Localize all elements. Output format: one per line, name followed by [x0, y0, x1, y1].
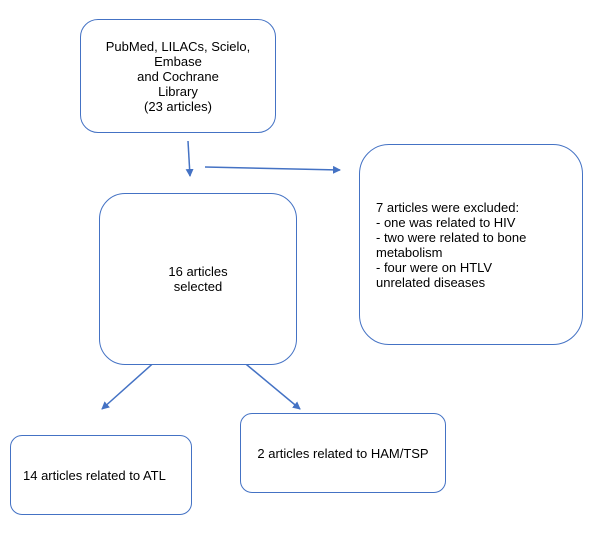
ham-tsp-box: 2 articles related to HAM/TSP [240, 413, 446, 493]
atl-box: 14 articles related to ATL [10, 435, 192, 515]
selected-text: 16 articles selected [168, 264, 228, 294]
arrow-sources-to-selected [185, 140, 194, 177]
atl-text: 14 articles related to ATL [23, 467, 166, 483]
selected-box: 16 articles selected [99, 193, 297, 365]
sources-box: PubMed, LILACs, Scielo, Embase and Cochr… [80, 19, 276, 133]
sources-text: PubMed, LILACs, Scielo, Embase and Cochr… [105, 38, 251, 114]
arrow-to-excluded [204, 165, 341, 174]
excluded-text: 7 articles were excluded: - one was rela… [376, 199, 527, 290]
ham-tsp-text: 2 articles related to HAM/TSP [257, 445, 429, 461]
excluded-box: 7 articles were excluded: - one was rela… [359, 144, 583, 345]
